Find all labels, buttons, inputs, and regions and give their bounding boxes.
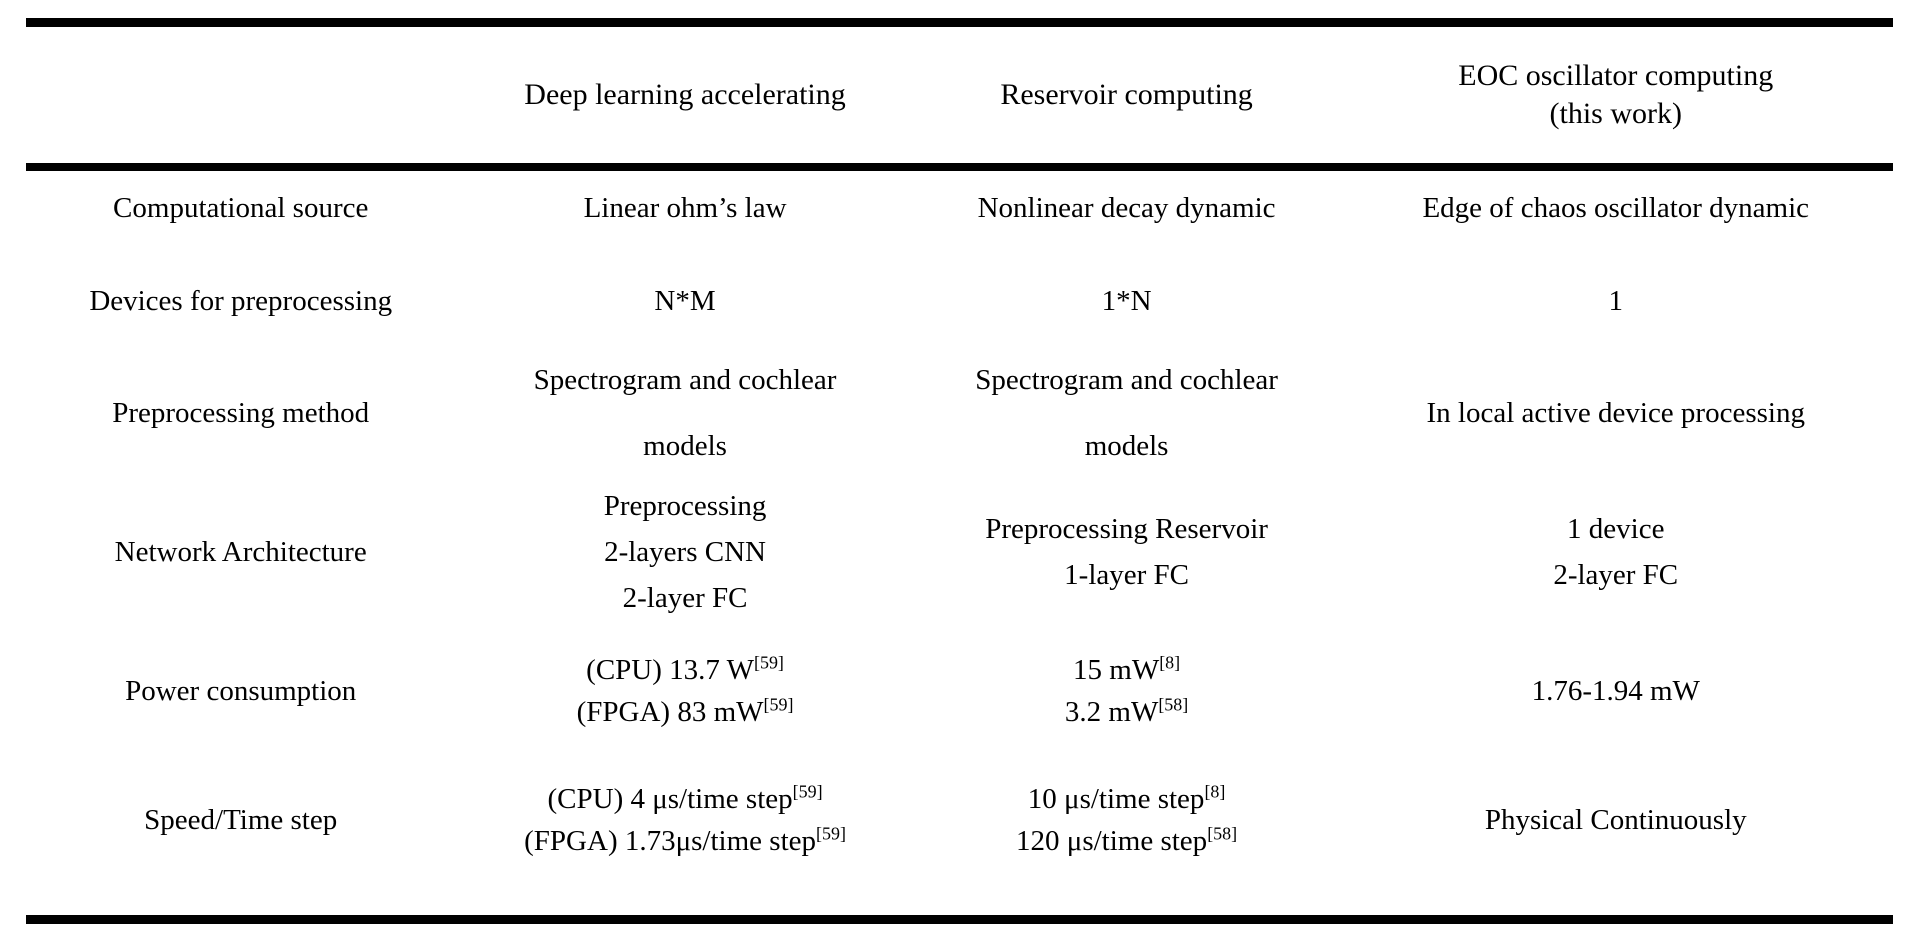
- row-label-network-architecture: Network Architecture: [114, 536, 367, 569]
- cell-speed-deep-learning: (CPU) 4 μs/time step[59] (FPGA) 1.73μs/t…: [455, 757, 914, 885]
- row-label-power-consumption: Power consumption: [125, 675, 357, 708]
- citation-marker: [59]: [816, 823, 846, 844]
- cell-line: 1 device: [1567, 513, 1665, 546]
- citation-marker: [59]: [753, 652, 784, 673]
- row-label-computational-source: Computational source: [113, 192, 369, 225]
- row-label-devices-for-preprocessing: Devices for preprocessing: [89, 285, 393, 318]
- cell-value: 10 μs/time step: [1027, 783, 1205, 816]
- comparison-table: Deep learning accelerating Reservoir com…: [26, 27, 1893, 885]
- row-label-speed-time-step: Speed/Time step: [144, 804, 338, 837]
- cell-line: (CPU) 4 μs/time step[59]: [455, 781, 914, 819]
- cell-line: 2-layer FC: [622, 581, 748, 614]
- citation-marker: [8]: [1159, 652, 1181, 673]
- header-eoc-line-2: (this work): [1549, 97, 1682, 130]
- cell-power-deep-learning: (CPU) 13.7 W[59] (FPGA) 83 mW[59]: [455, 627, 914, 757]
- cell-power-eoc: 1.76-1.94 mW: [1531, 675, 1700, 708]
- cell-lines: 1 device 2-layer FC: [1338, 511, 1893, 594]
- table-row: Devices for preprocessing N*M 1*N 1: [26, 255, 1893, 349]
- cell-power-reservoir: 15 mW[8] 3.2 mW[58]: [915, 627, 1339, 757]
- cell-devices-reservoir: 1*N: [1101, 285, 1152, 318]
- table-row: Preprocessing method Spectrogram and coc…: [26, 349, 1893, 479]
- cell-lines: Spectrogram and cochlear models: [915, 362, 1339, 465]
- cell-line: 15 mW[8]: [915, 652, 1339, 690]
- cell-line: Preprocessing Reservoir: [985, 513, 1268, 546]
- cell-line: (CPU) 13.7 W[59]: [455, 652, 914, 690]
- table-top-rule: [26, 18, 1893, 27]
- cell-value: 15 mW: [1073, 654, 1160, 687]
- cell-computational-source-reservoir: Nonlinear decay dynamic: [977, 192, 1276, 225]
- cell-value: (CPU) 4 μs/time step: [547, 783, 793, 816]
- row-label-preprocessing-method: Preprocessing method: [112, 397, 370, 430]
- citation-marker: [8]: [1204, 781, 1226, 802]
- header-cell-eoc: EOC oscillator computing (this work): [1338, 27, 1893, 163]
- header-cell-reservoir: Reservoir computing: [1000, 77, 1253, 111]
- table-header: Deep learning accelerating Reservoir com…: [26, 27, 1893, 163]
- header-eoc-line-1: EOC oscillator computing: [1458, 58, 1774, 92]
- cell-network-architecture-reservoir: Preprocessing Reservoir 1-layer FC: [915, 479, 1339, 627]
- cell-line: models: [1084, 430, 1169, 462]
- cell-lines: 15 mW[8] 3.2 mW[58]: [915, 652, 1339, 731]
- cell-line: 1-layer FC: [1064, 559, 1189, 591]
- citation-marker: [59]: [763, 694, 794, 715]
- cell-value: (FPGA) 83 mW: [576, 696, 764, 728]
- cell-line: (FPGA) 1.73μs/time step[59]: [455, 823, 914, 861]
- cell-value: (CPU) 13.7 W: [586, 654, 754, 687]
- citation-marker: [59]: [792, 781, 823, 802]
- table-row: Power consumption (CPU) 13.7 W[59] (FPGA…: [26, 627, 1893, 757]
- table-body: Computational source Linear ohm’s law No…: [26, 163, 1893, 885]
- cell-line: 120 μs/time step[58]: [915, 823, 1339, 861]
- cell-line: 10 μs/time step[8]: [915, 781, 1339, 819]
- table-header-rule: [26, 163, 1893, 171]
- cell-line: (FPGA) 83 mW[59]: [455, 694, 914, 732]
- cell-lines: (CPU) 13.7 W[59] (FPGA) 83 mW[59]: [455, 652, 914, 731]
- cell-lines: Preprocessing 2-layers CNN 2-layer FC: [455, 488, 914, 617]
- citation-marker: [58]: [1207, 823, 1238, 844]
- cell-devices-eoc: 1: [1608, 285, 1623, 318]
- cell-line: 3.2 mW[58]: [915, 694, 1339, 732]
- cell-computational-source-eoc: Edge of chaos oscillator dynamic: [1422, 192, 1810, 225]
- cell-preprocessing-method-reservoir: Spectrogram and cochlear models: [915, 349, 1339, 479]
- cell-devices-deep-learning: N*M: [654, 285, 716, 318]
- table-row: Computational source Linear ohm’s law No…: [26, 163, 1893, 255]
- cell-network-architecture-deep-learning: Preprocessing 2-layers CNN 2-layer FC: [455, 479, 914, 627]
- cell-line: Spectrogram and cochlear: [533, 364, 837, 397]
- cell-preprocessing-method-eoc: In local active device processing: [1426, 397, 1805, 430]
- cell-speed-eoc: Physical Continuously: [1484, 804, 1747, 837]
- cell-line: models: [643, 430, 727, 462]
- cell-value: 120 μs/time step: [1016, 825, 1208, 857]
- cell-line: Spectrogram and cochlear: [975, 364, 1278, 397]
- table-row: Speed/Time step (CPU) 4 μs/time step[59]…: [26, 757, 1893, 885]
- cell-lines: (CPU) 4 μs/time step[59] (FPGA) 1.73μs/t…: [455, 781, 914, 860]
- header-cell-blank: [26, 27, 455, 163]
- cell-value: (FPGA) 1.73μs/time step: [524, 825, 816, 857]
- cell-speed-reservoir: 10 μs/time step[8] 120 μs/time step[58]: [915, 757, 1339, 885]
- cell-preprocessing-method-deep-learning: Spectrogram and cochlear models: [455, 349, 914, 479]
- table-bottom-rule: [26, 915, 1893, 924]
- table-row: Network Architecture Preprocessing 2-lay…: [26, 479, 1893, 627]
- cell-line: 2-layers CNN: [604, 536, 766, 569]
- cell-computational-source-deep-learning: Linear ohm’s law: [583, 192, 787, 225]
- header-cell-deep-learning: Deep learning accelerating: [524, 77, 846, 111]
- citation-marker: [58]: [1158, 694, 1189, 715]
- cell-value: 3.2 mW: [1064, 696, 1159, 728]
- cell-line: Preprocessing: [603, 490, 767, 523]
- header-row: Deep learning accelerating Reservoir com…: [26, 27, 1893, 163]
- cell-lines: Preprocessing Reservoir 1-layer FC: [915, 511, 1339, 594]
- cell-lines: 10 μs/time step[8] 120 μs/time step[58]: [915, 781, 1339, 860]
- cell-lines: Spectrogram and cochlear models: [455, 362, 914, 465]
- cell-network-architecture-eoc: 1 device 2-layer FC: [1338, 479, 1893, 627]
- cell-line: 2-layer FC: [1553, 559, 1679, 591]
